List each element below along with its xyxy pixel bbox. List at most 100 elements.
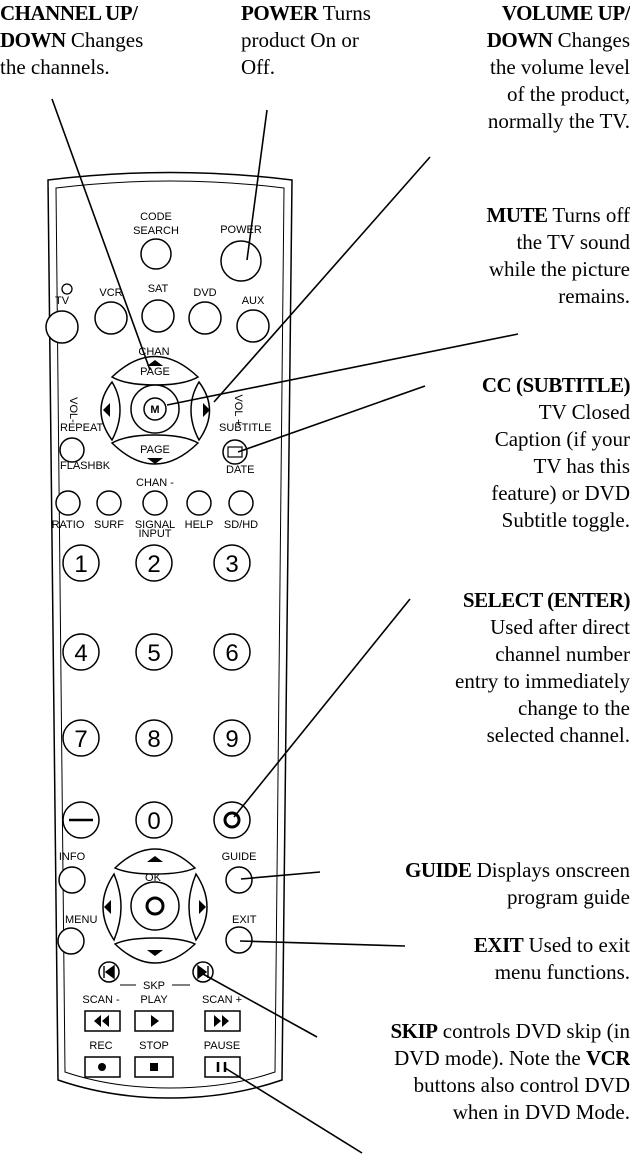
skip-leader xyxy=(202,973,318,1038)
aux-label: AUX xyxy=(242,295,265,307)
vol-up-button[interactable] xyxy=(190,380,211,442)
select-annotation-title: SELECT (ENTER) xyxy=(462,588,630,612)
page-down-label: PAGE xyxy=(140,444,170,456)
digit-5-button[interactable] xyxy=(135,633,173,671)
nav-up-arrow xyxy=(147,856,163,862)
vol-up-arrow xyxy=(203,403,210,417)
channel-annotation-text-2: the channels. xyxy=(0,55,110,79)
code-search-label-2: SEARCH xyxy=(133,225,179,237)
repeat-label: REPEAT xyxy=(60,422,103,434)
ok-icon xyxy=(145,896,165,916)
digit-2-label: 2 xyxy=(147,551,160,578)
digit-7-button[interactable] xyxy=(62,719,100,757)
flashbk-label: FLASHBK xyxy=(60,460,111,472)
nav-right-arrow xyxy=(199,900,206,914)
cc-annotation-text-2: Caption (if your xyxy=(494,427,630,451)
fast-forward-icon xyxy=(214,1015,229,1027)
skip-annotation-title: SKIP xyxy=(390,1019,438,1043)
ratio-button[interactable] xyxy=(55,490,81,516)
page-up-label: PAGE xyxy=(140,366,170,378)
subtitle-label: SUBTITLE xyxy=(219,422,272,434)
aux-button[interactable] xyxy=(236,309,270,343)
sat-button[interactable] xyxy=(141,299,175,333)
guide-button[interactable] xyxy=(225,866,253,894)
date-label: DATE xyxy=(226,464,255,476)
cc-annotation: CC (SUBTITLE) TV Closed Caption (if your… xyxy=(420,372,630,534)
leader-lines xyxy=(51,98,519,1154)
digit-6-button[interactable] xyxy=(213,633,251,671)
cc-annotation-text-3: TV has this xyxy=(533,454,630,478)
code-search-button[interactable] xyxy=(140,238,172,270)
mute-annotation: MUTE Turns off the TV sound while the pi… xyxy=(420,202,630,310)
mute-leader xyxy=(166,333,519,406)
channel-up-button[interactable] xyxy=(110,355,200,386)
power-label: POWER xyxy=(220,224,262,236)
exit-annotation-title: EXIT xyxy=(473,933,524,957)
power-annotation: POWER Turns product On or Off. xyxy=(241,0,421,81)
digit-1-button[interactable] xyxy=(62,544,100,582)
rec-label: REC xyxy=(89,1040,112,1052)
nav-left-button[interactable] xyxy=(102,872,122,942)
volume-annotation-text: Changes xyxy=(552,28,630,52)
nav-right-button[interactable] xyxy=(188,872,208,942)
sdhd-label: SD/HD xyxy=(224,519,258,531)
select-leader xyxy=(233,598,411,818)
digit-9-button[interactable] xyxy=(213,719,251,757)
digit-3-button[interactable] xyxy=(213,544,251,582)
exit-leader xyxy=(239,940,406,947)
select-annotation: SELECT (ENTER) Used after direct channel… xyxy=(400,587,630,749)
cc-annotation-title: CC (SUBTITLE) xyxy=(481,373,630,397)
digit-0-button[interactable] xyxy=(135,801,173,839)
menu-label: MENU xyxy=(65,914,97,926)
dvd-button[interactable] xyxy=(188,301,222,335)
select-annotation-text-2: channel number xyxy=(495,642,630,666)
info-label: INFO xyxy=(59,851,86,863)
vcr-label: VCR xyxy=(99,287,122,299)
exit-button[interactable] xyxy=(225,926,253,954)
play-icon xyxy=(151,1015,159,1027)
volume-annotation-text-2: the volume level xyxy=(490,55,630,79)
digit-1-label: 1 xyxy=(74,551,87,578)
mute-button-inner xyxy=(143,397,167,421)
power-button[interactable] xyxy=(220,240,262,282)
cc-icon xyxy=(227,446,243,458)
digit-8-button[interactable] xyxy=(135,719,173,757)
rewind-icon xyxy=(94,1015,109,1027)
cc-annotation-text-5: Subtitle toggle. xyxy=(501,508,630,532)
select-annotation-text: Used after direct xyxy=(490,615,630,639)
digit-2-button[interactable] xyxy=(135,544,173,582)
select-annotation-text-5: selected channel. xyxy=(486,723,630,747)
repeat-button[interactable] xyxy=(59,437,85,463)
tv-label: TV xyxy=(55,295,70,307)
sat-label: SAT xyxy=(148,283,169,295)
menu-button[interactable] xyxy=(57,927,85,955)
pause-leader xyxy=(224,1067,363,1154)
tv-button[interactable] xyxy=(45,310,79,344)
channel-down-button[interactable] xyxy=(110,434,200,465)
surf-button[interactable] xyxy=(96,490,122,516)
guide-label: GUIDE xyxy=(222,851,257,863)
help-button[interactable] xyxy=(186,490,212,516)
stop-label: STOP xyxy=(139,1040,169,1052)
dvd-label: DVD xyxy=(193,287,216,299)
skip-annotation-text-3: buttons also control DVD xyxy=(413,1073,630,1097)
vol-down-button[interactable] xyxy=(100,380,121,442)
info-button[interactable] xyxy=(58,866,86,894)
guide-annotation: GUIDE Displays onscreen program guide xyxy=(310,857,630,911)
signal-input-button[interactable] xyxy=(142,490,168,516)
volume-annotation-text-3: of the product, xyxy=(506,82,630,106)
channel-down-arrow xyxy=(147,458,163,464)
chan-down-label: CHAN - xyxy=(136,477,174,489)
mute-annotation-title: MUTE xyxy=(486,203,549,227)
vol-plus-label: VOL + xyxy=(232,394,244,425)
digit-9-label: 9 xyxy=(225,726,238,753)
cc-annotation-text-4: feature) or DVD xyxy=(491,481,630,505)
vcr-button[interactable] xyxy=(94,301,128,335)
code-search-label: CODE xyxy=(140,211,172,223)
select-annotation-text-4: change to the xyxy=(518,696,630,720)
remote-body-inner xyxy=(55,180,285,1089)
mute-annotation-text: Turns off xyxy=(547,203,630,227)
play-label: PLAY xyxy=(140,994,168,1006)
digit-4-button[interactable] xyxy=(62,633,100,671)
sdhd-button[interactable] xyxy=(228,490,254,516)
